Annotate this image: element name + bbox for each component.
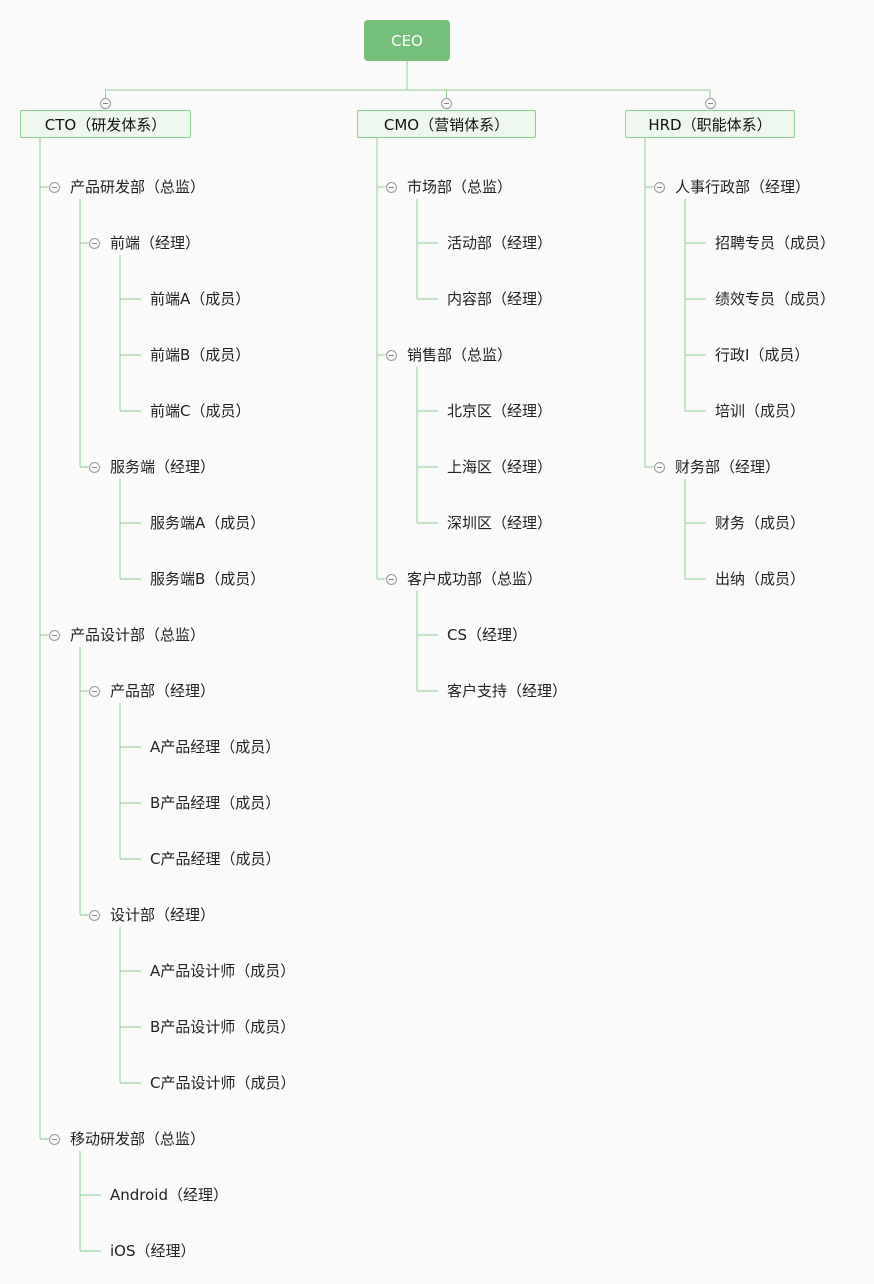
collapse-toggle-icon[interactable] [653, 461, 665, 473]
member-node[interactable]: iOS（经理） [110, 1242, 196, 1260]
branch-node[interactable]: HRD（职能体系） [625, 110, 795, 138]
collapse-toggle-icon[interactable] [385, 181, 397, 193]
member-node[interactable]: 深圳区（经理） [447, 514, 553, 532]
department-node[interactable]: 产品设计部（总监） [70, 626, 206, 644]
collapse-toggle-icon[interactable] [385, 349, 397, 361]
member-node[interactable]: 北京区（经理） [447, 402, 553, 420]
department-node[interactable]: 财务部（经理） [675, 458, 781, 476]
collapse-toggle-icon[interactable] [48, 1133, 60, 1145]
department-node[interactable]: 客户成功部（总监） [407, 570, 543, 588]
collapse-toggle-icon[interactable] [48, 629, 60, 641]
department-node[interactable]: 人事行政部（经理） [675, 178, 811, 196]
collapse-toggle-icon[interactable] [441, 97, 452, 109]
team-node[interactable]: 产品部（经理） [110, 682, 216, 700]
branch-node[interactable]: CTO（研发体系） [20, 110, 191, 138]
department-node[interactable]: 销售部（总监） [407, 346, 513, 364]
member-node[interactable]: 客户支持（经理） [447, 682, 568, 700]
member-node[interactable]: 活动部（经理） [447, 234, 553, 252]
member-node[interactable]: CS（经理） [447, 626, 527, 644]
member-node[interactable]: 服务端A（成员） [150, 514, 266, 532]
member-node[interactable]: 培训（成员） [715, 402, 806, 420]
member-node[interactable]: C产品设计师（成员） [150, 1074, 296, 1092]
collapse-toggle-icon[interactable] [100, 97, 111, 109]
ceo-node[interactable]: CEO [364, 20, 450, 61]
member-node[interactable]: Android（经理） [110, 1186, 228, 1204]
member-node[interactable]: 绩效专员（成员） [715, 290, 836, 308]
collapse-toggle-icon[interactable] [653, 181, 665, 193]
member-node[interactable]: 前端C（成员） [150, 402, 251, 420]
collapse-toggle-icon[interactable] [385, 573, 397, 585]
department-node[interactable]: 市场部（总监） [407, 178, 513, 196]
team-node[interactable]: 前端（经理） [110, 234, 201, 252]
member-node[interactable]: 行政I（成员） [715, 346, 810, 364]
department-node[interactable]: 移动研发部（总监） [70, 1130, 206, 1148]
team-node[interactable]: 设计部（经理） [110, 906, 216, 924]
collapse-toggle-icon[interactable] [88, 909, 100, 921]
member-node[interactable]: 内容部（经理） [447, 290, 553, 308]
member-node[interactable]: 招聘专员（成员） [715, 234, 836, 252]
collapse-toggle-icon[interactable] [88, 685, 100, 697]
collapse-toggle-icon[interactable] [48, 181, 60, 193]
team-node[interactable]: 服务端（经理） [110, 458, 216, 476]
member-node[interactable]: 前端B（成员） [150, 346, 251, 364]
collapse-toggle-icon[interactable] [704, 97, 716, 109]
member-node[interactable]: A产品设计师（成员） [150, 962, 296, 980]
branch-node[interactable]: CMO（营销体系） [357, 110, 536, 138]
member-node[interactable]: C产品经理（成员） [150, 850, 281, 868]
member-node[interactable]: 财务（成员） [715, 514, 806, 532]
member-node[interactable]: 服务端B（成员） [150, 570, 266, 588]
member-node[interactable]: 上海区（经理） [447, 458, 553, 476]
department-node[interactable]: 产品研发部（总监） [70, 178, 206, 196]
member-node[interactable]: 前端A（成员） [150, 290, 251, 308]
collapse-toggle-icon[interactable] [88, 461, 100, 473]
member-node[interactable]: A产品经理（成员） [150, 738, 281, 756]
member-node[interactable]: 出纳（成员） [715, 570, 806, 588]
collapse-toggle-icon[interactable] [88, 237, 100, 249]
member-node[interactable]: B产品经理（成员） [150, 794, 281, 812]
member-node[interactable]: B产品设计师（成员） [150, 1018, 296, 1036]
